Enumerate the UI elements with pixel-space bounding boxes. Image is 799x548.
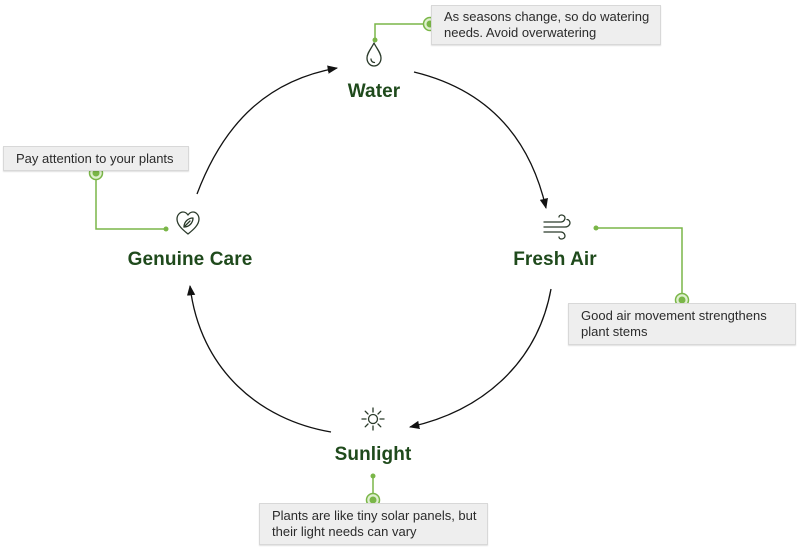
note-water-line1: As seasons change, so do watering [444,9,650,24]
note-fresh-air: Good air movement strengthens plant stem… [568,303,796,345]
arrow-freshair-to-sunlight [408,288,552,430]
connector-ring-genuine-care-center [92,169,100,177]
note-genuine-care: Pay attention to your plants [3,146,189,171]
note-water-line2: needs. Avoid overwatering [444,25,597,40]
arrow-care-to-water [196,65,339,195]
note-fresh-air-line1: Good air movement strengthens [581,308,767,323]
note-fresh-air-line2: plant stems [581,324,648,339]
sun-icon [361,407,385,431]
heart-leaf-icon [176,211,200,235]
connector-dot-sunlight [370,473,376,479]
connector-dot-water [372,37,378,43]
connector-water [374,23,430,40]
connector-ring-fresh-air-center [678,296,686,304]
note-sunlight: Plants are like tiny solar panels, but t… [259,503,488,545]
connector-dot-genuine-care [163,226,169,232]
stage-label-fresh-air: Fresh Air [513,249,597,270]
water-drop-icon [366,42,382,67]
stage-label-genuine-care: Genuine Care [127,249,253,270]
connector-fresh-air [596,227,683,300]
stage-label-water: Water [347,81,401,102]
wind-icon [543,214,571,240]
arrow-water-to-freshair [413,71,548,210]
note-genuine-care-line1: Pay attention to your plants [16,150,174,166]
arrow-sunlight-to-care [186,284,332,433]
connector-dot-fresh-air [593,225,599,231]
note-sunlight-line1: Plants are like tiny solar panels, but [272,508,477,523]
connector-ring-sunlight-center [369,496,377,504]
note-sunlight-line2: their light needs can vary [272,524,417,539]
stage-label-sunlight: Sunlight [334,444,412,465]
note-water: As seasons change, so do watering needs.… [431,5,661,45]
connector-genuine-care [95,173,166,230]
